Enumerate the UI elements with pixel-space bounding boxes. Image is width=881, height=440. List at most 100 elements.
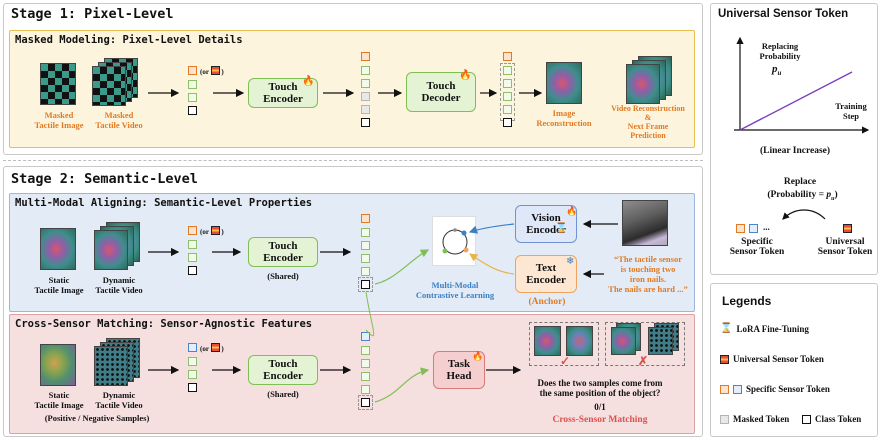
y-axis-label: Replacing Probability: [759, 41, 801, 61]
align-out-2: [361, 241, 370, 250]
specific-token-blue: [749, 224, 758, 233]
align-or-text: (or ): [200, 226, 224, 237]
match-out-specific: [361, 332, 370, 341]
vision-photo: [622, 200, 668, 246]
replace-prob-end: ): [834, 190, 838, 200]
masked-token-1: [361, 92, 370, 101]
match-token-1: [188, 357, 197, 366]
decoded-token-1: [503, 66, 512, 75]
stage1-title: Stage 1: Pixel-Level: [11, 6, 174, 22]
legend-masked-swatch: [720, 414, 729, 424]
dynamic-video-label: Dynamic Tactile Video: [95, 275, 143, 295]
image-recon-label: Image Reconstruction: [536, 108, 592, 128]
match-out-2: [361, 359, 370, 368]
universal-title: Universal Sensor Token: [718, 8, 849, 20]
touch-decoder-label: Touch Decoder: [421, 80, 461, 104]
match-out-3: [361, 372, 370, 381]
class-token: [188, 106, 197, 115]
match-out-1: [361, 346, 370, 355]
or-text-close: ): [221, 68, 224, 76]
stage2-panel: [3, 166, 703, 437]
align-encoder-label: Touch Encoder: [263, 240, 303, 264]
legend-masked: Masked Token: [720, 414, 789, 424]
align-subpanel: [9, 193, 695, 312]
specific-token: [188, 66, 197, 75]
fire-icon: 🔥: [459, 70, 472, 81]
masked-image-label: Masked Tactile Image: [34, 110, 84, 130]
fire-icon: 🔥: [472, 351, 484, 361]
align-token-2: [188, 253, 197, 262]
legend-lora: ⌛ LoRA Fine-Tuning: [720, 323, 809, 334]
universal-token-inline: [210, 66, 220, 75]
masked-tactile-video: [92, 66, 126, 106]
align-token-1: [188, 240, 197, 249]
positive-sample-b: [566, 326, 593, 356]
cross-icon: ✗: [638, 354, 649, 368]
match-token-2: [188, 370, 197, 379]
hourglass-icon: ⌛: [720, 323, 733, 334]
legend-specific: Specific Sensor Token: [720, 384, 830, 394]
stage1-arrows: [148, 88, 543, 98]
legends-title: Legends: [722, 294, 772, 308]
static-tactile-image: [40, 228, 76, 270]
encoded-token-1: [361, 66, 370, 75]
match-specific-token: [188, 343, 197, 352]
x-axis-label: Training Step: [835, 101, 867, 121]
video-recon-label: Video Reconstruction & Next Frame Predic…: [611, 104, 685, 140]
masked-token-2: [361, 105, 370, 114]
task-head-label: Task Head: [446, 358, 472, 382]
dynamic-tactile-video: [94, 230, 128, 270]
samples-label: (Positive / Negative Samples): [44, 413, 150, 423]
match-shared-label: (Shared): [267, 389, 299, 399]
match-class-group: [358, 395, 373, 410]
align-out-3: [361, 254, 370, 263]
replace-arrow: [782, 209, 826, 220]
align-out-1: [361, 228, 370, 237]
align-or-close: ): [221, 228, 224, 236]
legend-class-label: Class Token: [815, 414, 862, 424]
match-dynamic-label: Dynamic Tactile Video: [95, 390, 143, 410]
legend-specific-blue: [733, 384, 742, 394]
legend-masked-label: Masked Token: [733, 414, 790, 424]
replace-probability: (Probability = pu): [745, 190, 860, 204]
match-or-open: (or: [200, 345, 209, 353]
replace-label: Replace: [783, 177, 817, 187]
match-encoder-label: Touch Encoder: [263, 358, 303, 382]
linear-increase-line: [739, 71, 853, 131]
encoded-specific-token: [361, 52, 370, 61]
video-recon-frame-front: [626, 64, 660, 104]
align-class-token: [188, 266, 197, 275]
encoded-class-token: [361, 118, 370, 127]
pu-label: pu: [772, 63, 781, 77]
replace-pu: p: [826, 190, 832, 200]
masked-video-label: Masked Tactile Video: [95, 110, 143, 130]
decoded-class-token: [503, 118, 512, 127]
match-out-class: [361, 398, 370, 407]
match-class-token: [188, 383, 197, 392]
universal-sensor-label: Universal Sensor Token: [817, 237, 873, 257]
anchor-label: (Anchor): [528, 297, 566, 307]
match-subtitle: Cross-Sensor Matching: Sensor-Agnostic F…: [15, 318, 313, 330]
vision-encoder-label: Vision Encoder: [526, 212, 566, 236]
specific-sensor-label: Specific Sensor Token: [729, 237, 785, 257]
legend-universal-label: Universal Sensor Token: [733, 354, 824, 364]
encoded-token-2: [361, 79, 370, 88]
vision-encoder: Vision Encoder: [515, 205, 577, 243]
contrastive-graph: [432, 216, 476, 266]
hourglass-icon: ⌛: [555, 223, 568, 234]
linear-increase-label: (Linear Increase): [759, 146, 831, 156]
task-head: Task Head: [433, 351, 485, 389]
pu-subscript: u: [777, 69, 782, 78]
legend-universal-swatch: [720, 354, 729, 364]
snowflake-icon: ❄: [566, 256, 575, 267]
match-or-close: ): [221, 345, 224, 353]
static-image-label: Static Tactile Image: [34, 275, 84, 295]
legend-class-swatch: [802, 414, 811, 424]
align-out-4: [361, 267, 370, 276]
negative-pair-box: [605, 322, 685, 366]
text-encoder-label: Text Encoder: [526, 262, 566, 286]
align-shared-label: (Shared): [267, 271, 299, 281]
matching-question: Does the two samples come from the same …: [537, 378, 663, 398]
static-matching-image: [40, 344, 76, 386]
token-1: [188, 80, 197, 89]
